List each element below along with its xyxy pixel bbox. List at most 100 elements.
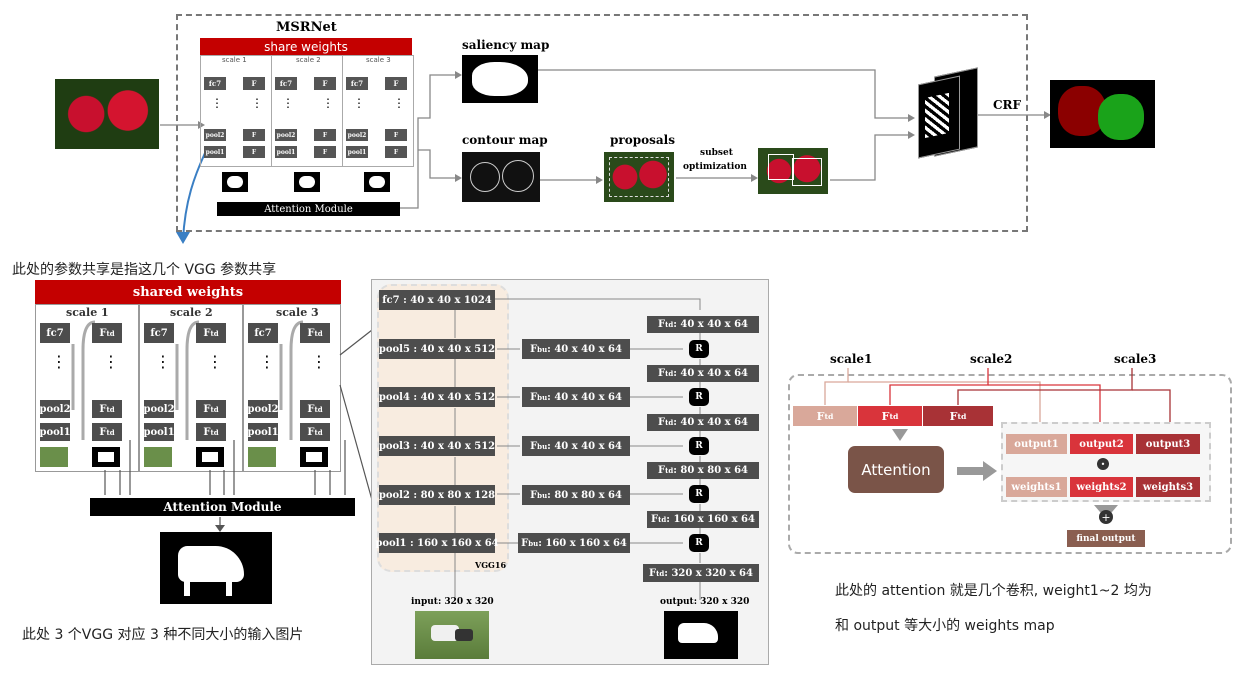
top-pool2-3: pool2 [346, 129, 368, 141]
top-pool1-2: pool1 [275, 146, 297, 158]
left-dots-1b: ⋮ [103, 352, 119, 371]
top-pool1-3: pool1 [346, 146, 368, 158]
crf-output-image [1050, 80, 1155, 148]
left-pool1-1: pool1 [39, 423, 71, 441]
vgg-ftd-2: Ftd: 40 x 40 x 64 [647, 365, 759, 382]
top-ftd-1a: F [243, 77, 265, 90]
contour-map-label: contour map [462, 133, 548, 147]
attention-frame [788, 374, 1232, 554]
vgg-fbu-2: Fbu: 40 x 40 x 64 [522, 387, 630, 407]
top-attention-module: Attention Module [217, 202, 400, 216]
top-scale-label-3: scale 3 [366, 56, 391, 64]
vgg-ftd-1: Ftd: 40 x 40 x 64 [647, 316, 759, 333]
vgg-ftd-4: Ftd: 80 x 80 x 64 [647, 462, 759, 479]
crf-label: CRF [993, 98, 1022, 112]
left-cow-thumb-2 [144, 447, 172, 467]
left-scale-col-1 [35, 304, 139, 472]
left-scale-label-1: scale 1 [66, 306, 109, 319]
vgg-fbu-4: Fbu: 80 x 80 x 64 [522, 485, 630, 505]
left-dots-2: ⋮ [155, 352, 171, 371]
top-pipeline-frame [176, 14, 1028, 232]
top-pool2-1: pool2 [204, 129, 226, 141]
right-weights3: weights3 [1136, 477, 1200, 497]
right-weights1: weights1 [1006, 477, 1067, 497]
left-dots-2b: ⋮ [207, 352, 223, 371]
top-mask-1 [222, 172, 248, 192]
subset-image [758, 148, 828, 194]
subset-label-2: optimization [683, 162, 747, 172]
top-ftd-2a: F [314, 77, 336, 90]
vgg-fbu-3: Fbu: 40 x 40 x 64 [522, 436, 630, 456]
left-fc7-1: fc7 [40, 323, 70, 343]
proposals-label: proposals [610, 133, 675, 147]
right-down-arrow-1 [892, 429, 908, 441]
left-pool1-2: pool1 [143, 423, 175, 441]
top-dots-3a: ⋮ [353, 96, 365, 110]
top-dots-1a: ⋮ [211, 96, 223, 110]
top-scale-label-1: scale 1 [222, 56, 247, 64]
vgg-pool1: pool1 : 160 x 160 x 64 [375, 533, 499, 553]
top-dots-3b: ⋮ [393, 96, 405, 110]
left-scale-col-2 [139, 304, 243, 472]
right-scale2: scale2 [970, 352, 1013, 366]
right-weights2: weights2 [1070, 477, 1133, 497]
left-attention-module: Attention Module [90, 498, 355, 516]
left-pool2-3: pool2 [247, 400, 279, 418]
right-attention-box: Attention [848, 446, 944, 493]
vgg-fc7: fc7 : 40 x 40 x 1024 [379, 290, 495, 310]
left-mask-thumb-1 [92, 447, 120, 467]
right-arrow-to-outputs [957, 467, 983, 475]
top-ftd-3c: F [385, 146, 407, 158]
vgg-input-image [415, 611, 489, 659]
vgg-ftd-6: Ftd: 320 x 320 x 64 [643, 564, 759, 582]
right-scale3: scale3 [1114, 352, 1157, 366]
left-dots-3: ⋮ [259, 352, 275, 371]
vgg-pool3: pool3 : 40 x 40 x 512 [379, 436, 495, 456]
top-dots-2b: ⋮ [322, 96, 334, 110]
top-scale-col-3 [342, 55, 414, 167]
top-scale-label-2: scale 2 [296, 56, 321, 64]
left-pool1-3: pool1 [247, 423, 279, 441]
top-mask-3 [364, 172, 390, 192]
top-pool2-2: pool2 [275, 129, 297, 141]
shared-weights-banner: shared weights [35, 280, 341, 304]
left-fc7-2: fc7 [144, 323, 174, 343]
vgg-r-2: R [689, 388, 709, 406]
right-scale1: scale1 [830, 352, 873, 366]
right-arrow-head [983, 461, 997, 481]
left-cow-thumb-3 [248, 447, 276, 467]
right-output1: output1 [1006, 434, 1067, 454]
vgg-pool2: pool2 : 80 x 80 x 128 [379, 485, 495, 505]
msrnet-title: MSRNet [276, 20, 337, 35]
note-attention-2: 和 output 等大小的 weights map [835, 618, 1055, 634]
right-dot-product-icon: • [1097, 458, 1109, 470]
top-ftd-3b: F [385, 129, 407, 141]
share-weights-banner: share weights [200, 38, 412, 55]
top-ftd-1b: F [243, 129, 265, 141]
contour-map-image [462, 152, 540, 202]
top-ftd-1c: F [243, 146, 265, 158]
vgg16-label: VGG16 [475, 560, 507, 570]
note-vgg-inputs: 此处 3 个VGG 对应 3 种不同大小的输入图片 [22, 627, 304, 643]
left-dots-3b: ⋮ [311, 352, 327, 371]
vgg-r-3: R [689, 437, 709, 455]
top-ftd-3a: F [385, 77, 407, 90]
vgg16-dashed-region [377, 284, 509, 572]
top-dots-2a: ⋮ [282, 96, 294, 110]
vgg-output-label: output: 320 x 320 [660, 597, 750, 607]
note-attention-1: 此处的 attention 就是几个卷积, weight1~2 均为 [835, 583, 1152, 599]
top-fc7-3: fc7 [346, 77, 368, 90]
